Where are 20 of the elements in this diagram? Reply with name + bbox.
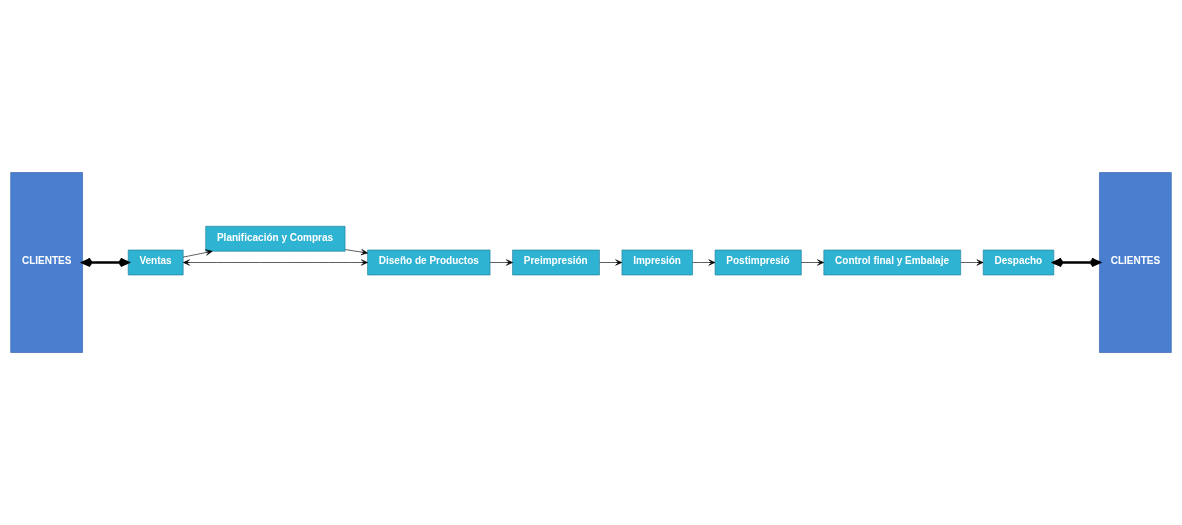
arrow — [960, 259, 984, 266]
node-box: Preimpresión — [512, 249, 600, 276]
node-box: Postimpresió — [714, 249, 802, 276]
arrow — [81, 257, 130, 268]
arrow — [182, 249, 213, 258]
arrow — [1052, 257, 1101, 268]
arrow — [183, 259, 368, 266]
arrow — [801, 259, 824, 266]
node-box: Despacho — [982, 249, 1055, 276]
node-box: CLIENTES — [10, 172, 83, 353]
arrow — [692, 259, 716, 266]
node-box: Impresión — [621, 249, 693, 276]
arrow — [344, 248, 368, 256]
node-box: Planificación y Compras — [205, 225, 346, 252]
arrow — [489, 259, 513, 266]
arrow — [599, 259, 623, 266]
node-box: CLIENTES — [1099, 172, 1172, 353]
node-box: Ventas — [127, 249, 184, 276]
node-box: Control final y Embalaje — [823, 249, 961, 276]
node-box: Diseño de Productos — [367, 249, 491, 276]
